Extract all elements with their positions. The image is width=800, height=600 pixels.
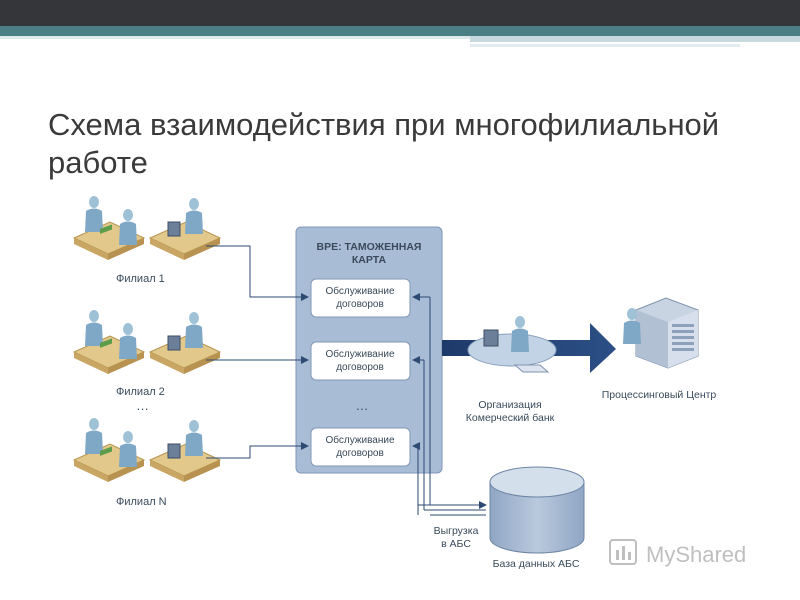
organization-label-line2: Комерческий банк: [466, 412, 555, 424]
branch-2-label: Филиал 2: [116, 386, 165, 398]
service-2-line2: договоров: [336, 362, 384, 373]
branch-office-2: [74, 310, 220, 374]
service-box-1: Обслуживание договоров: [310, 278, 411, 318]
export-label-line2: в АБС: [441, 538, 471, 550]
connector-branch-n: [206, 442, 309, 459]
connector-branch-1: [206, 245, 309, 301]
top-banner-dark: [0, 0, 800, 26]
myshared-watermark: MyShared: [609, 539, 746, 567]
database-label: База данных АБС: [493, 558, 580, 570]
export-label-line1: Выгрузка: [434, 525, 479, 537]
organization-workstation: [467, 316, 557, 373]
branch-1-label: Филиал 1: [116, 273, 165, 285]
vpe-title-line2: КАРТА: [352, 254, 387, 266]
branch-office-1: [74, 196, 220, 260]
processing-center: [623, 297, 699, 369]
vpe-title-line1: ВРЕ: ТАМОЖЕННАЯ: [317, 241, 422, 253]
top-banner-accent: [470, 36, 800, 42]
service-box-n: Обслуживание договоров: [310, 427, 411, 467]
service-n-line1: Обслуживание: [325, 434, 394, 446]
branch-n-label: Филиал N: [116, 496, 167, 508]
branch-ellipsis: …: [136, 398, 149, 413]
database-cylinder: [489, 466, 585, 554]
top-banner-accent-thin: [470, 44, 740, 47]
service-2-line1: Обслуживание: [325, 348, 394, 360]
top-banner-stripe: [0, 36, 470, 39]
service-return-connectors: [412, 293, 487, 516]
watermark-text: MyShared: [646, 542, 746, 567]
service-1-line2: договоров: [336, 299, 384, 310]
branch-office-n: [74, 418, 220, 482]
service-box-2: Обслуживание договоров: [310, 341, 411, 381]
top-banner-teal: [0, 26, 800, 36]
branch-connectors: [206, 245, 309, 459]
slide-title: Схема взаимодействия при многофилиальной…: [48, 107, 720, 180]
organization-label-line1: Организация: [478, 399, 541, 411]
service-n-line2: договоров: [336, 448, 384, 459]
service-1-line1: Обслуживание: [325, 285, 394, 297]
vpe-ellipsis: …: [356, 398, 369, 413]
processing-center-label: Процессинговый Центр: [602, 389, 717, 401]
